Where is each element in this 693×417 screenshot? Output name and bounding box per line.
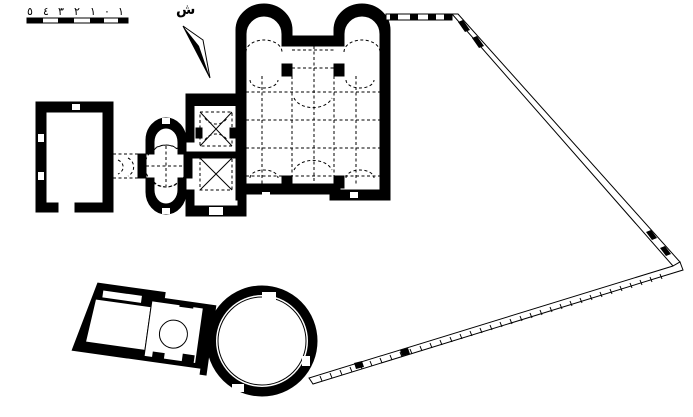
scale-label-1: ٤ — [43, 5, 49, 18]
scale-bar: ٥ ٤ ٣ ٢ ١ ٠ ١ — [26, 5, 129, 24]
passage — [102, 141, 146, 191]
scale-seg-4 — [118, 18, 128, 23]
tower-annex — [71, 282, 217, 376]
round-tower — [206, 285, 318, 397]
north-arrow: ش — [176, 2, 211, 79]
north-arrow-right — [182, 25, 211, 79]
north-label: ش — [176, 2, 195, 18]
scale-seg-3 — [90, 18, 104, 23]
scale-label-2: ٣ — [58, 5, 64, 18]
scale-seg-1 — [27, 18, 43, 23]
scale-seg-2 — [58, 18, 74, 23]
main-church — [235, 3, 391, 201]
scale-label-3: ٢ — [74, 5, 80, 18]
trefoil-chapel — [137, 117, 193, 215]
scale-label-0: ٥ — [27, 5, 33, 18]
west-room — [35, 101, 114, 213]
scale-label-6: ١ — [118, 5, 124, 18]
scale-label-5: ٠ — [104, 5, 110, 18]
scale-label-4: ١ — [90, 5, 96, 18]
enclosure-wall — [308, 13, 684, 385]
